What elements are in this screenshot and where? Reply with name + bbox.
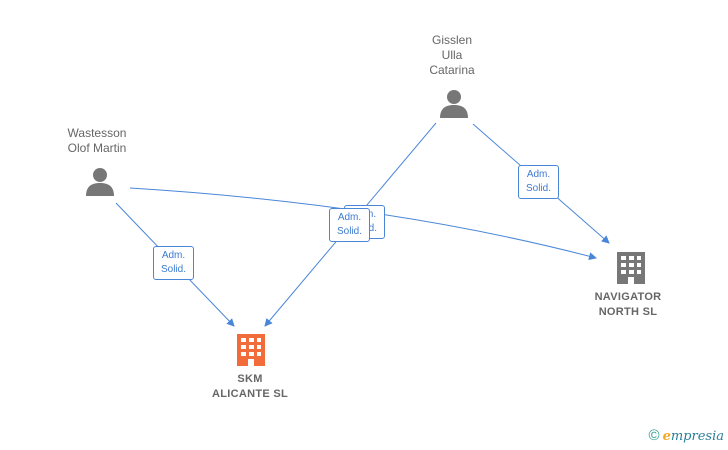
badge-line: Adm. bbox=[526, 169, 551, 180]
person-name-line: Gisslen bbox=[431, 33, 472, 47]
person-icon[interactable] bbox=[439, 89, 469, 119]
badge-line: Solid. bbox=[336, 226, 362, 237]
relation-badge-gisslen-navigator[interactable]: Adm. Solid. bbox=[518, 165, 559, 199]
copyright-credit: ©empresia bbox=[649, 427, 724, 444]
badge-line: Adm. bbox=[337, 212, 362, 223]
company-label-skm[interactable]: SKM ALICANTE SL bbox=[195, 372, 305, 402]
person-name-line: Wastesson bbox=[67, 126, 127, 140]
person-name-line: Ulla bbox=[441, 48, 463, 62]
person-name-line: Olof Martin bbox=[67, 141, 127, 155]
brand-rest: mpresia bbox=[670, 429, 724, 444]
person-name-line: Catarina bbox=[429, 63, 475, 77]
company-name-line: NAVIGATOR bbox=[594, 291, 662, 303]
company-name-line: ALICANTE SL bbox=[211, 388, 289, 400]
relation-badge-wastesson-skm[interactable]: Adm. Solid. bbox=[153, 246, 194, 280]
person-icon[interactable] bbox=[85, 167, 115, 197]
company-label-navigator[interactable]: NAVIGATOR NORTH SL bbox=[578, 290, 678, 320]
badge-line: Adm. bbox=[161, 250, 186, 261]
building-icon[interactable] bbox=[617, 252, 645, 284]
badge-line: Solid. bbox=[160, 264, 186, 275]
person-label-gisslen[interactable]: Gisslen Ulla Catarina bbox=[404, 33, 500, 78]
person-label-wastesson[interactable]: Wastesson Olof Martin bbox=[48, 126, 146, 156]
building-icon[interactable] bbox=[237, 334, 265, 366]
brand-initial: e bbox=[662, 429, 671, 444]
badge-line: Solid. bbox=[525, 183, 551, 194]
relation-badge-gisslen-skm[interactable]: Adm. Solid. bbox=[329, 208, 370, 242]
copyright-symbol: © bbox=[648, 427, 660, 444]
company-name-line: NORTH SL bbox=[598, 306, 658, 318]
company-name-line: SKM bbox=[237, 373, 263, 385]
brand-logo[interactable]: empresia bbox=[663, 429, 724, 444]
